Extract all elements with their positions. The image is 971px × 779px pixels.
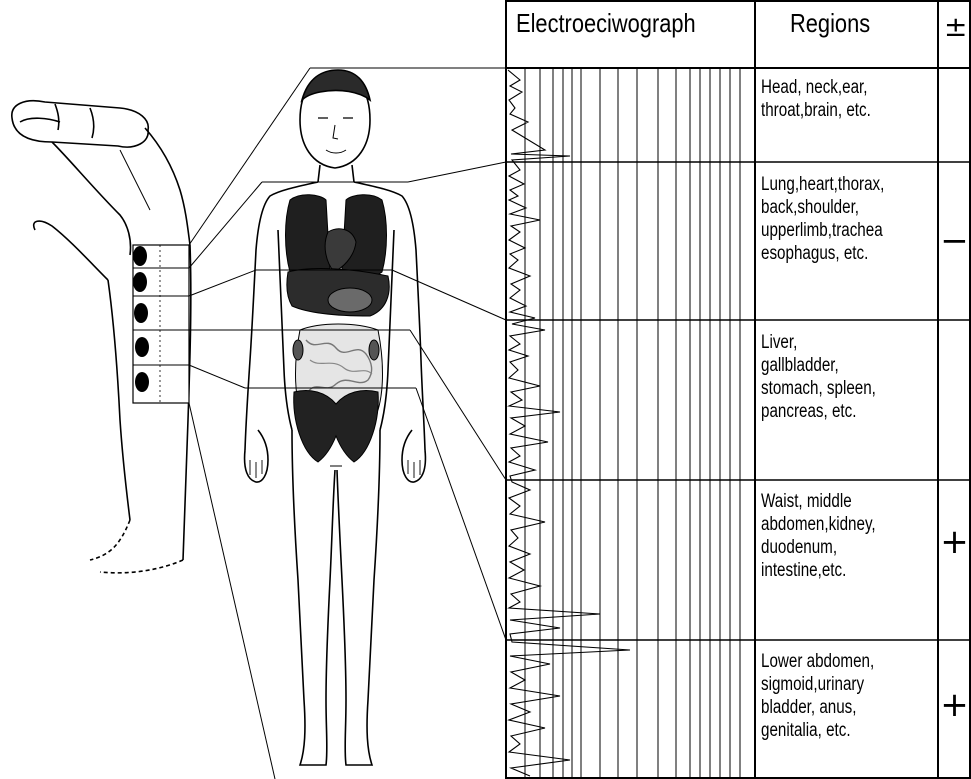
graph-grid xyxy=(525,68,740,779)
region-text: Head, neck,ear, xyxy=(761,76,867,99)
region-text: back,shoulder, xyxy=(761,196,859,219)
region-sign: + xyxy=(938,525,971,559)
region-text: stomach, spleen, xyxy=(761,377,876,400)
region-text: abdomen,kidney, xyxy=(761,513,876,536)
region-sign: + xyxy=(938,688,971,722)
region-text: Liver, xyxy=(761,331,797,354)
region-table xyxy=(506,1,971,779)
region-text: intestine,etc. xyxy=(761,559,846,582)
region-text: duodenum, xyxy=(761,536,837,559)
region-text: upperlimb,trachea xyxy=(761,219,883,242)
region-text: pancreas, etc. xyxy=(761,400,856,423)
region-text: throat,brain, etc. xyxy=(761,99,871,122)
region-text: Lower abdomen, xyxy=(761,650,874,673)
region-text: genitalia, etc. xyxy=(761,719,851,742)
region-sign: − xyxy=(938,224,971,258)
region-text: sigmoid,urinary xyxy=(761,673,864,696)
region-text: gallbladder, xyxy=(761,354,839,377)
organs-illustration xyxy=(286,195,390,462)
header-electroeciwograph: Electroeciwograph xyxy=(516,8,696,39)
hand-illustration xyxy=(12,101,191,573)
ewg-waveform xyxy=(508,70,630,776)
region-text: esophagus, etc. xyxy=(761,242,868,265)
region-text: bladder, anus, xyxy=(761,696,857,719)
region-text: Lung,heart,thorax, xyxy=(761,173,884,196)
header-regions: Regions xyxy=(790,8,870,39)
region-text: Waist, middle xyxy=(761,490,852,513)
header-sign: ± xyxy=(944,10,967,43)
